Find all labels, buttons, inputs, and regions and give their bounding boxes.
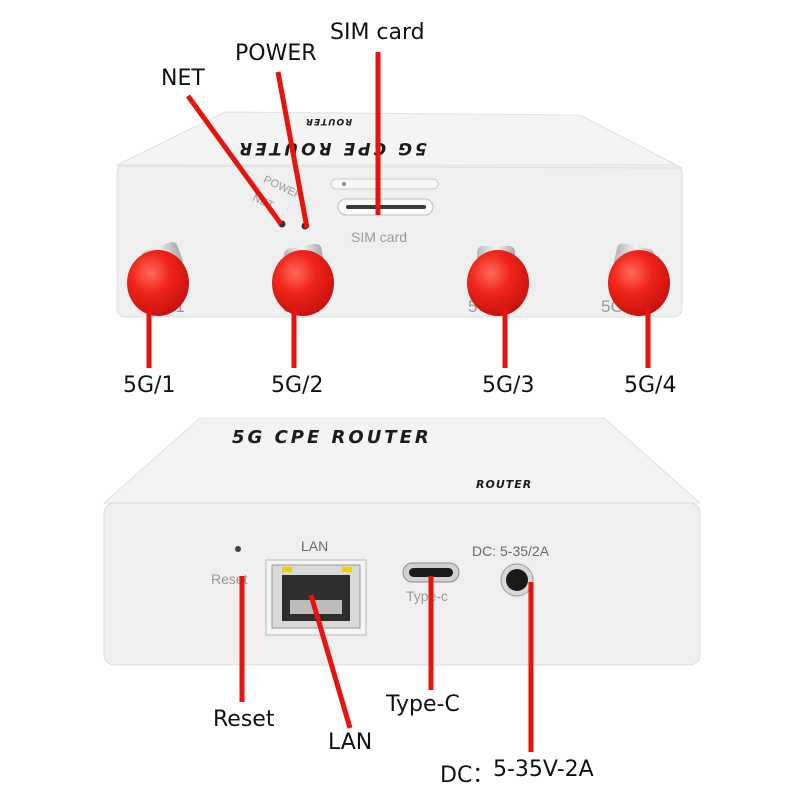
callout-5g2: 5G/2 (271, 373, 324, 398)
callout-dc-prefix: DC： (440, 763, 495, 788)
top-sim-label: SIM card (351, 229, 408, 245)
callout-dc-value: 5-35V-2A (493, 757, 594, 782)
bottom-case-print: 5G CPE ROUTER (232, 427, 432, 448)
callout-5g3: 5G/3 (482, 373, 535, 398)
callout-5g4: 5G/4 (624, 373, 677, 398)
antenna-5g2 (272, 250, 334, 316)
callout-type-c: Type-C (386, 692, 460, 717)
callout-power: POWER (235, 41, 317, 66)
top-leader-lines (146, 52, 651, 368)
bottom-leader-lines (239, 576, 534, 752)
bottom-typec-label: Type-c (406, 588, 449, 604)
callout-5g1: 5G/1 (123, 373, 176, 398)
bottom-case-small-print: ROUTER (476, 478, 533, 491)
bottom-router-photo: 5G CPE ROUTER ROUTER Reset LAN Type-c DC… (0, 400, 800, 800)
top-router-body (116, 111, 683, 318)
bottom-reset-label: Reset (211, 571, 248, 587)
callout-lan: LAN (328, 730, 373, 755)
antenna-5g1 (127, 250, 189, 316)
antenna-5g4 (608, 250, 670, 316)
callout-net: NET (161, 66, 205, 91)
callout-sim-card: SIM card (330, 20, 425, 45)
bottom-lan-label: LAN (301, 538, 329, 554)
top-router-photo: 5G CPE ROUTER ROUTER POWER NET SIM card … (116, 20, 683, 398)
bottom-dc-label: DC: 5-35/2A (472, 543, 550, 559)
bottom-router-body (102, 417, 702, 666)
callout-reset: Reset (213, 707, 275, 732)
antenna-5g3 (467, 250, 529, 316)
